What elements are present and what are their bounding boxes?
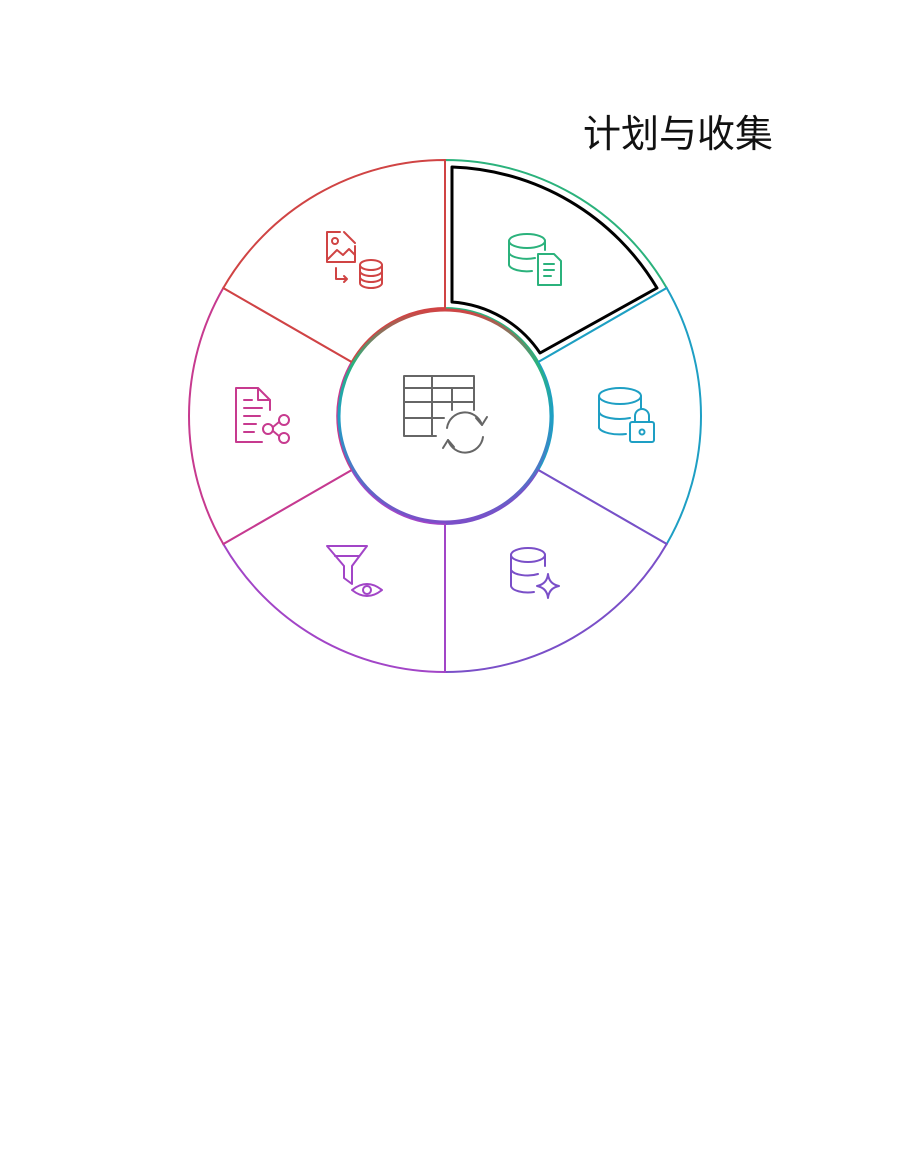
active-step-title: 计划与收集 bbox=[583, 112, 774, 156]
table-refresh-icon bbox=[403, 375, 488, 454]
segment-share-publish[interactable] bbox=[188, 286, 354, 546]
active-highlight-outline bbox=[450, 165, 659, 355]
segment-process-enhance[interactable] bbox=[444, 468, 669, 674]
segment-plan-collect[interactable] bbox=[444, 158, 669, 364]
filter-eye-icon bbox=[326, 545, 383, 597]
database-sparkle-icon bbox=[510, 547, 560, 599]
database-lock-icon bbox=[598, 387, 655, 443]
segment-secure-storage[interactable] bbox=[536, 286, 702, 546]
center-hub bbox=[337, 308, 553, 524]
database-document-icon bbox=[508, 233, 562, 286]
image-to-database-icon bbox=[326, 231, 383, 289]
segment-import-media[interactable] bbox=[221, 158, 446, 364]
document-share-icon bbox=[235, 387, 290, 444]
segment-filter-review[interactable] bbox=[221, 468, 446, 674]
